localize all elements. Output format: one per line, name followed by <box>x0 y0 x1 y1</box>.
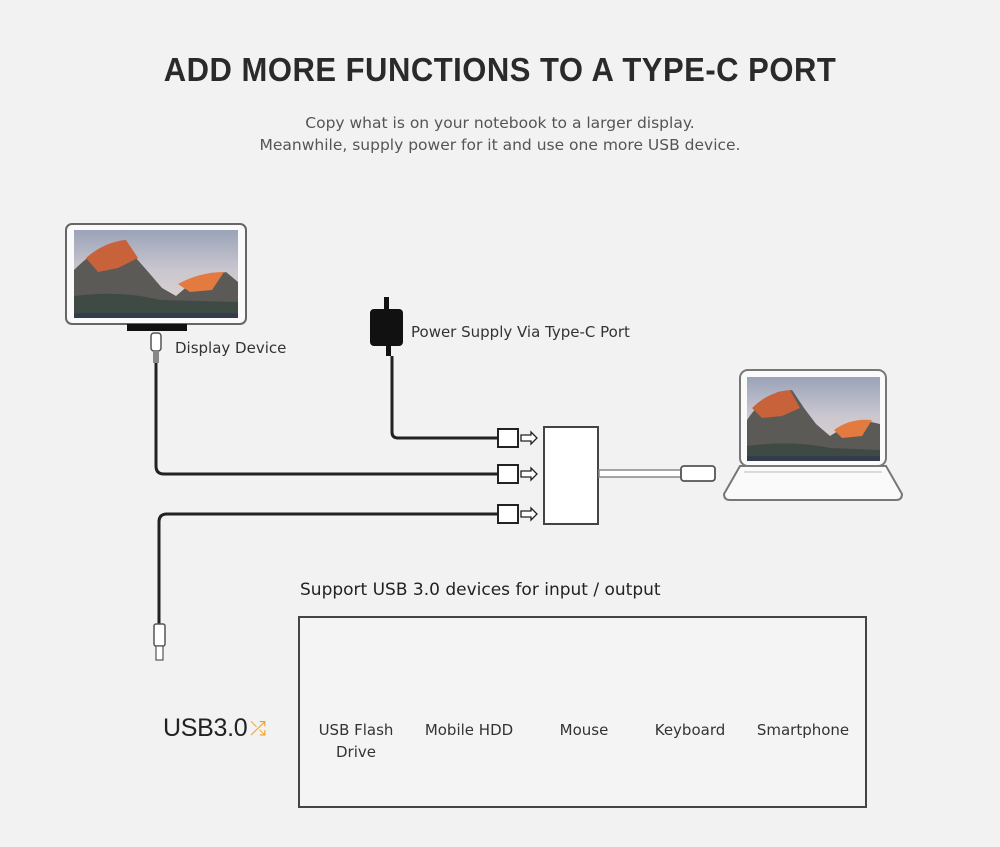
page-title: ADD MORE FUNCTIONS TO A TYPE-C PORT <box>163 50 837 89</box>
laptop-icon <box>722 369 904 501</box>
usb-plug-icon <box>153 623 166 661</box>
display-device-icon <box>65 223 247 331</box>
power-cable <box>390 356 498 440</box>
display-device-label: Display Device <box>175 339 287 357</box>
device-label-usb-flash: USB Flash Drive <box>318 721 394 761</box>
port-connector-1 <box>497 428 538 448</box>
usb-shuffle-icon: ⤮ <box>250 716 266 740</box>
page-subtitle: Copy what is on your notebook to a large… <box>0 112 1000 156</box>
device-label-smartphone: Smartphone <box>756 721 850 739</box>
type-c-plug-icon <box>150 332 162 363</box>
device-label-keyboard: Keyboard <box>654 721 726 739</box>
display-cable <box>154 362 498 476</box>
subtitle-line-1: Copy what is on your notebook to a large… <box>305 114 695 132</box>
hub-adapter <box>543 426 599 525</box>
port-connector-3 <box>497 504 538 524</box>
hub-type-c-cable <box>598 465 716 482</box>
subtitle-line-2: Meanwhile, supply power for it and use o… <box>259 136 741 154</box>
usb-devices-panel <box>298 616 867 808</box>
usb-3-logo: USB3.0 <box>163 714 248 742</box>
device-label-mobile-hdd: Mobile HDD <box>424 721 514 739</box>
port-connector-2 <box>497 464 538 484</box>
device-label-mouse: Mouse <box>559 721 609 739</box>
usb-cable <box>157 512 498 624</box>
usb-support-label: Support USB 3.0 devices for input / outp… <box>300 580 661 600</box>
power-supply-label: Power Supply Via Type-C Port <box>411 323 630 341</box>
power-adapter-icon <box>370 297 403 356</box>
